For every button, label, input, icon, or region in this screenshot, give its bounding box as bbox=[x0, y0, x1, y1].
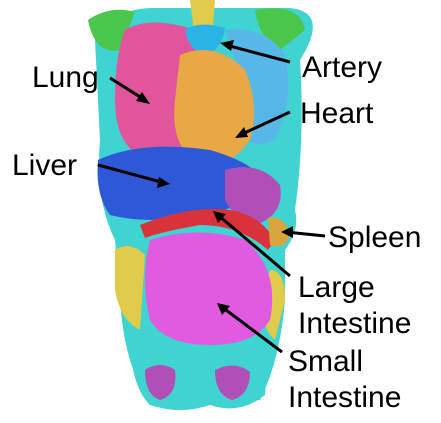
label-artery: Artery bbox=[302, 52, 382, 84]
label-lung: Lung bbox=[32, 62, 99, 94]
heart-organ bbox=[174, 50, 254, 165]
small-intestine-organ bbox=[145, 233, 272, 346]
label-large-intestine-line2: Intestine bbox=[298, 308, 411, 340]
label-large-intestine-line1: Large bbox=[298, 272, 375, 304]
label-spleen: Spleen bbox=[328, 222, 421, 254]
label-liver: Liver bbox=[12, 150, 77, 182]
label-heart: Heart bbox=[300, 98, 373, 130]
label-small-intestine-line2: Intestine bbox=[288, 382, 401, 414]
hip-left bbox=[115, 246, 145, 330]
label-small-intestine-line1: Small bbox=[288, 346, 363, 378]
